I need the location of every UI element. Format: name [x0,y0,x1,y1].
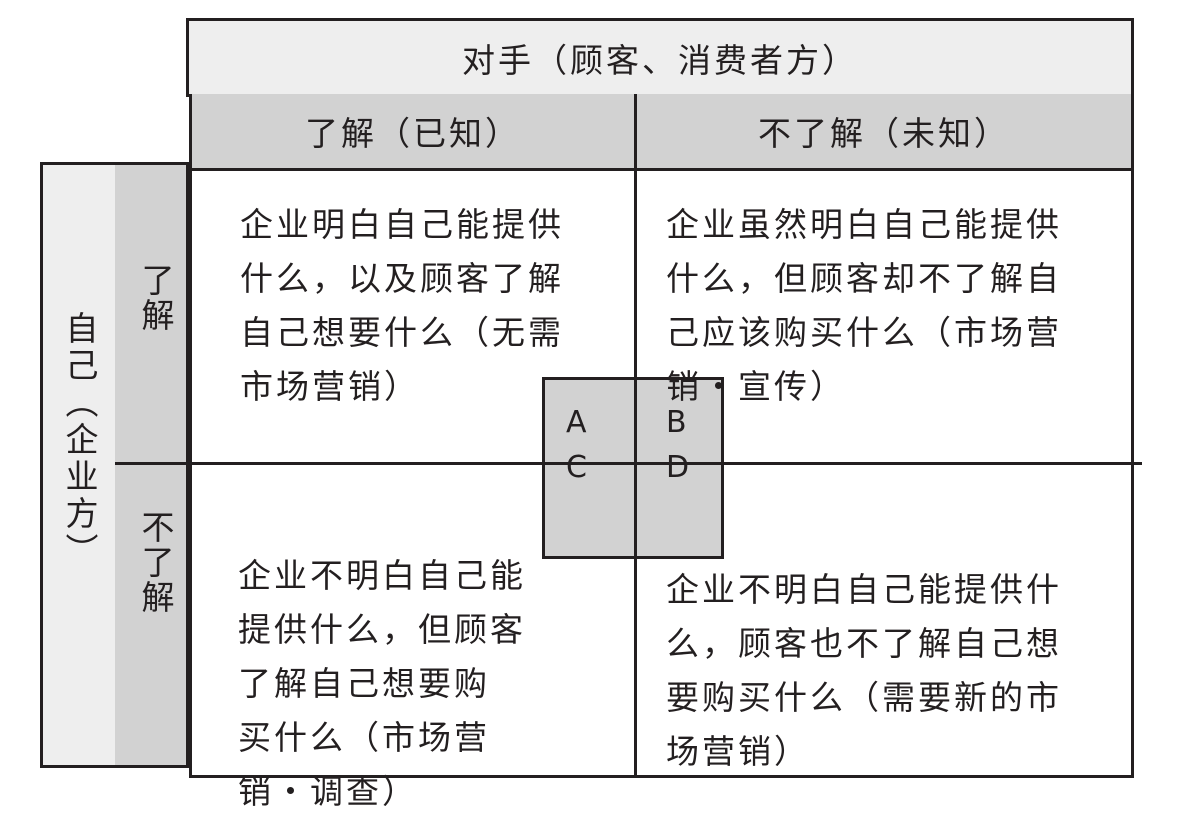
row-header-known: 了解 [115,162,189,464]
side-header-self: 自己（企业方） [40,162,118,768]
header-opponent: 对手（顾客、消费者方） [186,18,1134,97]
horizontal-divider [115,462,1142,465]
quadrant-d-text: 企业不明白自己能提供什 么，顾客也不了解自己想 要购买什么（需要新的市 场营销） [666,570,1062,771]
column-header-unknown-label: 不了解（未知） [758,114,1010,153]
quadrant-a-text: 企业明白自己能提供 什么，以及顾客了解 自己想要什么（无需 市场营销） [240,205,564,406]
row-header-unknown: 不了解 [115,464,189,768]
quadrant-letter-c: C [566,450,587,485]
row-header-unknown-label: 不了解 [136,510,175,615]
quadrant-letter-b: B [666,405,687,440]
matrix-frame [189,94,1134,778]
quadrant-b-text: 企业虽然明白自己能提供 什么，但顾客却不了解自 己应该购买什么（市场营 销・宣传… [666,205,1062,406]
vertical-divider [634,94,637,778]
center-quadrant-box [542,377,724,559]
quadrant-c-text: 企业不明白自己能 提供什么，但顾客 了解自己想要购 买什么（市场营 销・调查） [238,556,526,811]
side-header-self-text: 自己（企业方） [60,311,99,570]
quadrant-letter-a: A [566,405,587,440]
quadrant-letter-d: D [666,450,690,485]
header-opponent-label: 对手（顾客、消费者方） [462,40,858,80]
column-header-known: 了解（已知） [189,94,637,171]
column-header-known-label: 了解（已知） [305,114,521,153]
side-header-self-label: 自己（企业方） [43,311,115,570]
column-header-unknown: 不了解（未知） [637,94,1131,171]
row-header-known-label: 了解 [136,263,175,333]
